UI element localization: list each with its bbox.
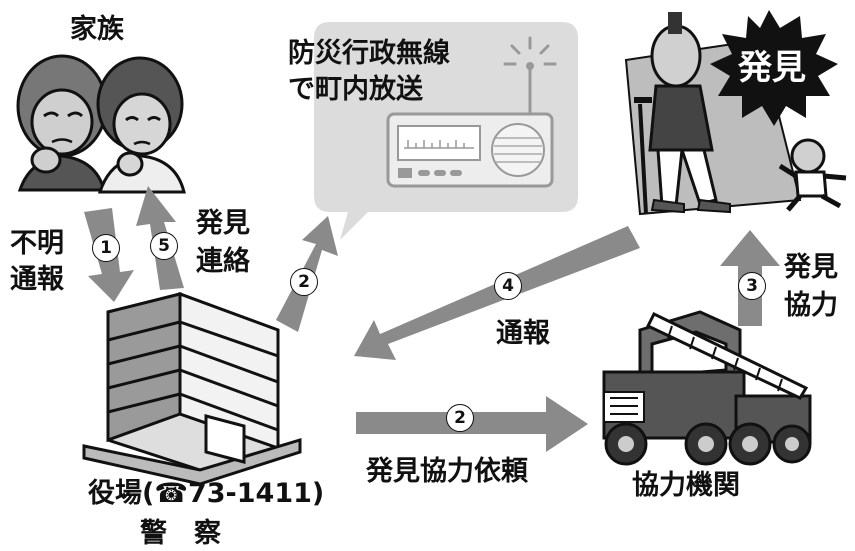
radio-icon bbox=[386, 36, 557, 188]
found-starburst bbox=[710, 10, 838, 126]
label-police: 警 察 bbox=[140, 518, 221, 549]
label-missing-report-line2: 通報 bbox=[10, 264, 64, 295]
fire-truck-illustration bbox=[602, 310, 812, 466]
label-found-help-line2: 協力 bbox=[784, 290, 838, 321]
label-found-contact-line2: 連絡 bbox=[196, 246, 250, 277]
label-report: 通報 bbox=[496, 318, 550, 349]
step-number-1: 1 bbox=[92, 234, 120, 262]
step-number-2-request: 2 bbox=[446, 404, 474, 432]
step-number-3: 3 bbox=[738, 272, 766, 300]
step-number-4: 4 bbox=[494, 272, 522, 300]
step-number-2-broadcast: 2 bbox=[290, 268, 318, 296]
label-family: 家族 bbox=[70, 14, 124, 45]
label-broadcast-line1: 防災行政無線 bbox=[288, 38, 450, 69]
label-cooperating-agency: 協力機関 bbox=[632, 470, 740, 501]
label-found-contact-line1: 発見 bbox=[196, 208, 250, 239]
label-request: 発見協力依頼 bbox=[366, 456, 528, 487]
label-town-office: 役場(☎73-1411) bbox=[88, 478, 325, 509]
step-number-5: 5 bbox=[150, 232, 178, 260]
label-missing-report-line1: 不明 bbox=[10, 228, 64, 259]
label-found-badge: 発見 bbox=[738, 48, 806, 88]
label-found-help-line1: 発見 bbox=[784, 252, 838, 283]
town-office-building-illustration bbox=[82, 291, 302, 486]
family-illustration bbox=[16, 54, 186, 194]
label-broadcast-line2: で町内放送 bbox=[288, 74, 423, 105]
